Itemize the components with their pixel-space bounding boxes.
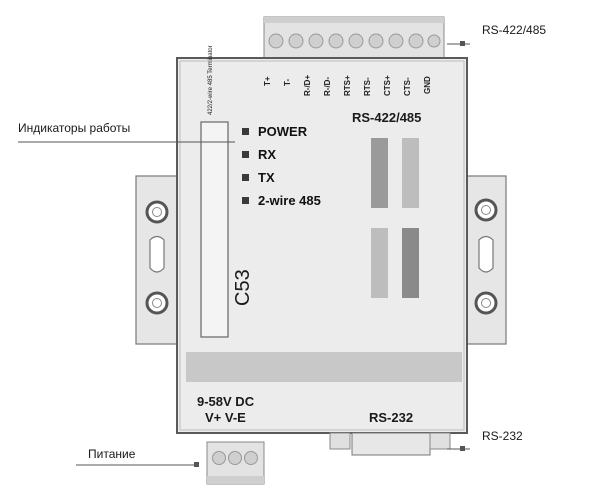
callout-dots [194, 41, 465, 467]
pin-label-rd-minus: R-/D- [323, 76, 332, 96]
rs232-panel-label: RS-232 [369, 410, 414, 425]
rs232-connector [329, 432, 451, 456]
power-terminal-block [206, 441, 265, 485]
pin-label-t-minus: T- [283, 78, 292, 86]
led-label-power: POWER [258, 124, 308, 139]
led-label-rx: RX [258, 147, 277, 162]
led-rx [242, 151, 249, 158]
pin-label-rd-plus: R-/D+ [303, 74, 312, 96]
rs232-callout-label: RS-232 [482, 429, 523, 443]
callout-lines [18, 43, 470, 466]
right-mounting-ear [461, 175, 507, 345]
left-mounting-ear [135, 175, 181, 345]
pin-label-t-plus: T+ [263, 76, 272, 86]
pin-label-rts-plus: RTS+ [343, 75, 352, 96]
pin-label-cts-plus: CTS+ [383, 75, 392, 96]
power-callout-label: Питание [88, 447, 136, 461]
terminator-slot [200, 121, 229, 338]
model-label: C53 [232, 269, 254, 306]
pin-label-cts-minus: CTS- [403, 77, 412, 96]
power-spec-label: 9-58V DC [197, 394, 255, 409]
pin-label-gnd: GND [423, 76, 432, 94]
led-label-tx: TX [258, 170, 275, 185]
indicators-callout-label: Индикаторы работы [18, 121, 131, 135]
terminator-label: 422/2-wire 485 Terminator [208, 45, 214, 115]
led-power [242, 128, 249, 135]
led-2wire [242, 197, 249, 204]
power-pins-label: V+ V-E [205, 410, 246, 425]
rs422-panel-label: RS-422/485 [352, 110, 422, 125]
status-bars [371, 138, 419, 298]
led-label-2wire: 2-wire 485 [258, 193, 321, 208]
rs422-terminal-block [263, 16, 445, 60]
panel-band [186, 352, 462, 382]
pin-label-rts-minus: RTS- [363, 77, 372, 96]
rs422-callout-label: RS-422/485 [482, 23, 547, 37]
led-tx [242, 174, 249, 181]
